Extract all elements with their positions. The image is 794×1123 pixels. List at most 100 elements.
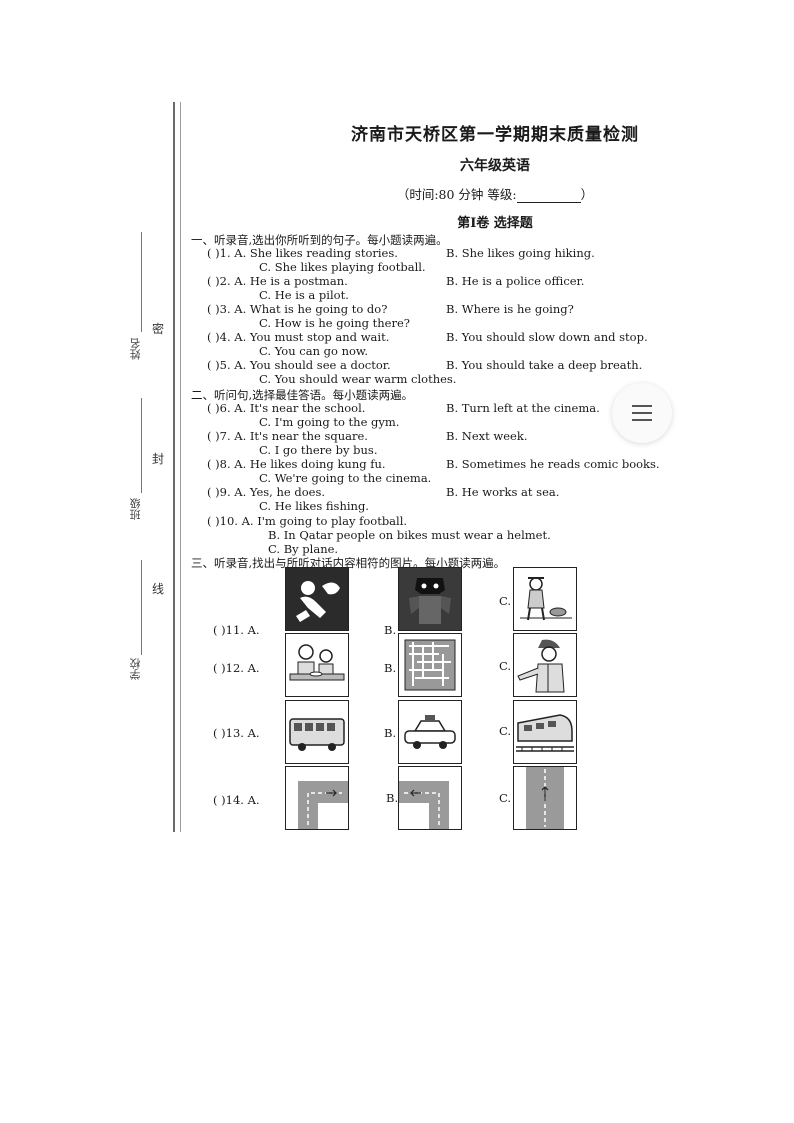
q7: ( )7. A. It's near the square. bbox=[207, 429, 368, 443]
q12-label-b: B. bbox=[384, 661, 397, 675]
q-num: ( )2. bbox=[207, 274, 231, 288]
q13-number: ( )13. A. bbox=[213, 726, 260, 740]
school-blank bbox=[141, 560, 142, 655]
class-blank bbox=[141, 398, 142, 493]
time-label: （时间:80 分钟 等级: bbox=[396, 187, 517, 202]
q8-option-c: C. We're going to the cinema. bbox=[259, 471, 432, 485]
q10-option-b: B. In Qatar people on bikes must wear a … bbox=[268, 528, 551, 542]
q-num: ( )1. bbox=[207, 246, 231, 260]
volume-heading: 第Ⅰ卷 选择题 bbox=[457, 216, 533, 231]
q10: ( )10. A. I'm going to play football. bbox=[207, 514, 407, 528]
menu-icon-bar bbox=[632, 412, 652, 414]
dancing-figure-icon bbox=[286, 568, 348, 630]
q14-picture-c[interactable] bbox=[513, 766, 577, 830]
q11-picture-a[interactable] bbox=[285, 567, 349, 631]
q14-label-b: B. bbox=[386, 791, 399, 805]
q7-option-b: B. Next week. bbox=[446, 429, 528, 443]
bus-icon bbox=[289, 718, 345, 751]
q14-picture-a[interactable] bbox=[285, 766, 349, 830]
q12-label-c: C. bbox=[499, 659, 512, 673]
straight-road-icon bbox=[526, 767, 564, 829]
exam-title: 济南市天桥区第一学期期末质量检测 bbox=[351, 125, 639, 145]
grade-blank[interactable] bbox=[516, 190, 581, 203]
q-num: ( )7. bbox=[207, 429, 231, 443]
time-close: ） bbox=[580, 187, 594, 202]
q4: ( )4. A. You must stop and wait. bbox=[207, 330, 389, 344]
option-a: A. You should see a doctor. bbox=[234, 358, 391, 372]
q11-picture-c[interactable] bbox=[513, 567, 577, 631]
option-a: A. He is a postman. bbox=[234, 274, 348, 288]
q-num: ( )6. bbox=[207, 401, 231, 415]
q3-option-c: C. How is he going there? bbox=[259, 316, 410, 330]
q11-label-c: C. bbox=[499, 594, 512, 608]
name-label: 姓名 bbox=[129, 338, 142, 360]
q11-label-b: B. bbox=[384, 623, 397, 637]
class-label: 班级 bbox=[129, 498, 142, 520]
option-a: A. You must stop and wait. bbox=[234, 330, 390, 344]
option-a: A. What is he going to do? bbox=[234, 302, 388, 316]
q5-option-b: B. You should take a deep breath. bbox=[446, 358, 643, 372]
q-num: ( )10. bbox=[207, 514, 238, 528]
menu-icon-bar bbox=[632, 419, 652, 421]
school-label: 学校 bbox=[129, 658, 142, 680]
q9: ( )9. A. Yes, he does. bbox=[207, 485, 325, 499]
q3-option-b: B. Where is he going? bbox=[446, 302, 574, 316]
q-num: ( )8. bbox=[207, 457, 231, 471]
q-num: ( )3. bbox=[207, 302, 231, 316]
family-at-table-icon bbox=[289, 644, 345, 681]
name-blank bbox=[141, 232, 142, 332]
q14-number: ( )14. A. bbox=[213, 793, 260, 807]
q14-label-c: C. bbox=[499, 791, 512, 805]
q8: ( )8. A. He likes doing kung fu. bbox=[207, 457, 386, 471]
q5: ( )5. A. You should see a doctor. bbox=[207, 358, 391, 372]
q6: ( )6. A. It's near the school. bbox=[207, 401, 365, 415]
train-icon bbox=[516, 714, 574, 752]
q10-option-c: C. By plane. bbox=[268, 542, 339, 556]
q11-number: ( )11. A. bbox=[213, 623, 260, 637]
q11-picture-b[interactable] bbox=[398, 567, 462, 631]
menu-icon-bar bbox=[632, 405, 652, 407]
q4-option-b: B. You should slow down and stop. bbox=[446, 330, 648, 344]
seal-char-1: 密 bbox=[152, 322, 165, 336]
q6-option-c: C. I'm going to the gym. bbox=[259, 415, 400, 429]
q9-option-c: C. He likes fishing. bbox=[259, 499, 369, 513]
q12-picture-a[interactable] bbox=[285, 633, 349, 697]
floating-menu-button[interactable] bbox=[612, 383, 672, 443]
seal-char-3: 线 bbox=[152, 582, 165, 596]
exam-subtitle: 六年级英语 bbox=[460, 158, 530, 174]
man-with-dog-icon bbox=[520, 577, 572, 621]
q12-picture-b[interactable] bbox=[398, 633, 462, 697]
q13-picture-a[interactable] bbox=[285, 700, 349, 764]
q8-option-b: B. Sometimes he reads comic books. bbox=[446, 457, 660, 471]
option-a: A. He likes doing kung fu. bbox=[234, 457, 386, 471]
q3: ( )3. A. What is he going to do? bbox=[207, 302, 387, 316]
q9-option-b: B. He works at sea. bbox=[446, 485, 560, 499]
q13-label-b: B. bbox=[384, 726, 397, 740]
q5-option-c: C. You should wear warm clothes. bbox=[259, 372, 457, 386]
maze-map-icon bbox=[404, 639, 456, 691]
binding-line bbox=[173, 102, 175, 832]
police-officer-icon bbox=[517, 639, 565, 693]
section1-heading: 一、听录音,选出你所听到的句子。每小题读两遍。 bbox=[191, 233, 448, 247]
q2: ( )2. A. He is a postman. bbox=[207, 274, 348, 288]
binding-line-inner bbox=[180, 102, 181, 832]
option-a: A. It's near the school. bbox=[234, 401, 366, 415]
time-grade-line: （时间:80 分钟 等级: ） bbox=[200, 184, 790, 203]
q13-picture-b[interactable] bbox=[398, 700, 462, 764]
section3-heading: 三、听录音,找出与所听对话内容相符的图片。每小题读两遍。 bbox=[191, 556, 506, 570]
q12-number: ( )12. A. bbox=[213, 661, 260, 675]
q12-picture-c[interactable] bbox=[513, 633, 577, 697]
q2-option-c: C. He is a pilot. bbox=[259, 288, 349, 302]
q7-option-c: C. I go there by bus. bbox=[259, 443, 378, 457]
q6-option-b: B. Turn left at the cinema. bbox=[446, 401, 600, 415]
q14-picture-b[interactable] bbox=[398, 766, 462, 830]
section2-heading: 二、听问句,选择最佳答语。每小题读两遍。 bbox=[191, 388, 414, 402]
option-a: A. It's near the square. bbox=[234, 429, 368, 443]
option-a: A. I'm going to play football. bbox=[241, 514, 408, 528]
q4-option-c: C. You can go now. bbox=[259, 344, 369, 358]
turn-left-road-icon bbox=[399, 781, 449, 829]
q1: ( )1. A. She likes reading stories. bbox=[207, 246, 398, 260]
q13-picture-c[interactable] bbox=[513, 700, 577, 764]
option-a: A. Yes, he does. bbox=[234, 485, 326, 499]
